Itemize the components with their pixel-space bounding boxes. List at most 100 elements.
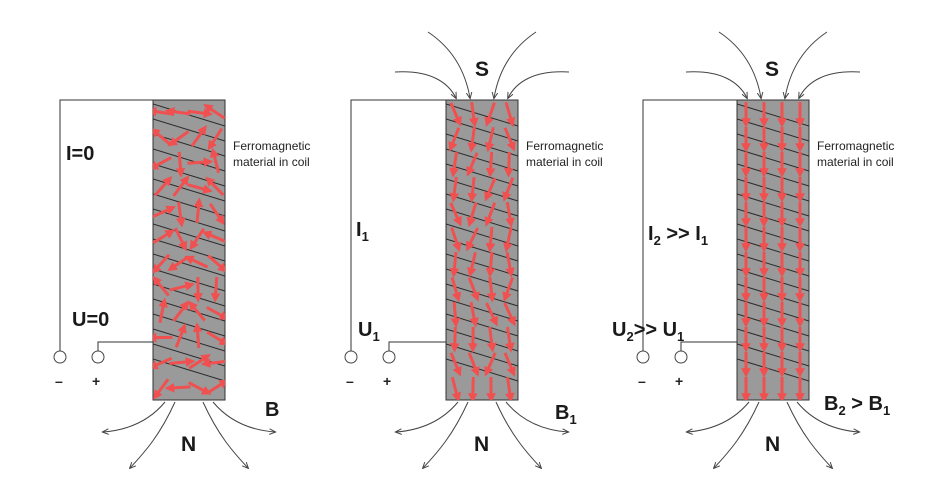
coil-winding: [153, 223, 225, 247]
coil-winding: [153, 268, 225, 292]
domain-arrow-icon: [169, 357, 196, 367]
domain-arrow-icon: [193, 197, 204, 224]
domain-arrow-icon: [188, 300, 206, 322]
coil-winding: [446, 358, 518, 382]
current-label: I2 >> I1: [648, 223, 708, 248]
circuit-wire-bottom: [680, 341, 737, 352]
domain-arrow-icon: [153, 253, 171, 274]
material-label-line2: material in coil: [526, 155, 603, 169]
minus-label: –: [55, 373, 63, 389]
domain-arrow-icon: [502, 277, 515, 302]
domain-arrow-icon: [153, 356, 173, 370]
voltage-label: U1: [358, 319, 380, 344]
domain-arrow-icon: [466, 152, 479, 177]
field-label: B2 > B1: [824, 393, 890, 418]
domain-arrow-icon: [188, 381, 212, 395]
field-lines-bottom: [687, 401, 859, 468]
domain-arrow-icon: [484, 177, 497, 202]
domain-arrow-icon: [189, 227, 206, 251]
pole-south-label: S: [475, 58, 489, 81]
coil-winding: [737, 238, 809, 262]
voltage-label: U=0: [72, 309, 109, 331]
domain-arrow-icon: [174, 323, 187, 348]
domain-arrow-icon: [468, 376, 478, 400]
domain-arrow-icon: [192, 322, 203, 349]
domain-arrow-icon: [502, 177, 515, 202]
domain-arrow-icon: [503, 127, 516, 152]
domain-arrow-icon: [153, 127, 171, 146]
domain-arrow-icon: [467, 352, 480, 377]
domain-arrow-icon: [153, 378, 170, 400]
domain-arrow-icon: [450, 301, 461, 328]
domain-arrow-icon: [200, 358, 225, 368]
current-label: I1: [356, 219, 369, 244]
panel-1: – + Ferromagnetic material in coil I=0 U…: [53, 99, 310, 468]
coil-winding: [153, 118, 225, 142]
domain-arrow-icon: [153, 205, 176, 219]
domain-arrow-icon: [174, 227, 187, 252]
domain-arrow-icon: [153, 156, 172, 170]
field-label: B: [265, 399, 279, 421]
coil-winding: [446, 298, 518, 322]
coil-windings: [737, 103, 809, 382]
field-label: B1: [555, 402, 577, 427]
coil-winding: [153, 148, 225, 172]
domain-arrow-icon: [206, 330, 225, 346]
field-lines-top: [394, 31, 570, 98]
domain-arrow-icon: [505, 251, 515, 278]
domain-arrow-icon: [503, 352, 516, 377]
domain-arrow-icon: [153, 275, 170, 297]
coil-winding: [153, 193, 225, 217]
plus-label: +: [675, 373, 683, 389]
coil-winding: [737, 313, 809, 337]
domain-arrow-icon: [503, 151, 514, 178]
voltage-label: U2>> U1: [612, 319, 684, 344]
domain-arrow-icon: [485, 151, 496, 178]
domain-arrow-icon: [167, 130, 190, 147]
material-label-line2: material in coil: [233, 155, 310, 169]
domain-arrow-icon: [449, 176, 460, 203]
domain-arrow-icon: [484, 202, 497, 227]
domain-arrow-icon: [505, 376, 515, 400]
field-lines-bottom: [103, 401, 275, 468]
pole-north-label: N: [474, 433, 489, 456]
domain-arrow-icon: [469, 101, 479, 128]
coil-winding: [446, 283, 518, 307]
domain-arrow-icon: [158, 297, 168, 324]
domain-arrow-icon: [503, 226, 513, 253]
panel-2: – + Ferromagnetic material in coil I1 U1…: [344, 31, 603, 468]
domain-arrow-icon: [206, 379, 225, 395]
domain-arrow-icon: [153, 229, 175, 245]
terminal-plus-icon: [674, 350, 688, 364]
domain-arrow-icon: [486, 276, 497, 303]
plus-label: +: [92, 373, 100, 389]
magnetic-domains: [741, 102, 805, 400]
terminal-plus-icon: [382, 350, 396, 364]
domain-arrow-icon: [467, 176, 478, 203]
domain-arrow-icon: [449, 202, 462, 227]
domain-arrow-icon: [486, 326, 497, 353]
domain-arrow-icon: [466, 201, 478, 228]
domain-arrow-icon: [450, 376, 462, 400]
pole-north-label: N: [181, 433, 196, 456]
domain-arrow-icon: [467, 251, 477, 278]
domain-arrow-icon: [184, 255, 209, 269]
domain-arrow-icon: [503, 302, 516, 327]
domain-arrow-icon: [449, 251, 460, 278]
domain-arrow-icon: [466, 227, 479, 252]
minus-label: –: [346, 373, 354, 389]
domain-arrow-icon: [448, 127, 461, 152]
coil-winding: [153, 328, 225, 352]
domain-arrow-icon: [450, 276, 462, 303]
domain-arrow-icon: [450, 227, 462, 253]
domain-arrow-icon: [187, 157, 214, 167]
coil-winding: [153, 238, 225, 262]
circuit-wire-top: [642, 99, 737, 352]
domain-arrow-icon: [201, 230, 225, 243]
coil-winding: [737, 163, 809, 187]
material-label-line1: Ferromagnetic: [526, 139, 603, 153]
domain-arrow-icon: [485, 251, 496, 278]
domain-arrow-icon: [207, 127, 223, 151]
domain-arrow-icon: [172, 300, 190, 322]
